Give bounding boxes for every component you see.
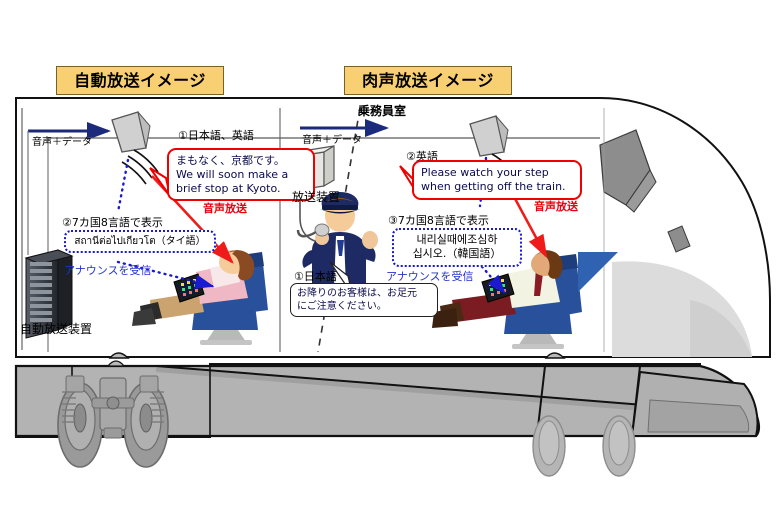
right-display-number: ③7カ国8言語で表示: [388, 214, 489, 227]
right-announce-line-2: when getting off the train.: [421, 179, 566, 193]
passenger-man-icon: [432, 250, 618, 349]
left-receive-label: アナウンスを受信: [64, 264, 152, 277]
speaker-icon-left: [111, 111, 159, 185]
rear-wheels: [532, 415, 636, 477]
left-announcement-balloon: まもなく、京都です。 We will soon make a brief sto…: [167, 148, 315, 202]
bogie-assembly: [57, 360, 169, 468]
conductor-line-1: お降りのお客様は、お足元: [297, 288, 417, 299]
tab-auto-broadcast[interactable]: 自動放送イメージ: [56, 66, 224, 95]
left-announce-line-3: brief stop at Kyoto.: [176, 181, 281, 195]
conductor-callout-number: ①日本語: [294, 270, 337, 283]
right-audio-broadcast-label: 音声放送: [534, 200, 578, 213]
right-signal-label: 音声＋データ: [302, 135, 362, 146]
conductor-icon: [296, 192, 378, 288]
right-display-line-1: 내리실때에조심하: [416, 233, 498, 246]
right-receive-label: アナウンスを受信: [386, 270, 474, 283]
right-callout-number: ②英語: [406, 150, 438, 163]
conductor-line-2: にご注意ください。: [297, 301, 387, 312]
left-announce-line-1: まもなく、京都です。: [176, 154, 285, 167]
left-display-number: ②7カ国8言語で表示: [62, 216, 163, 229]
conductor-announcement-balloon: お降りのお客様は、お足元 にご注意ください。: [290, 283, 438, 317]
left-announce-line-2: We will soon make a: [176, 167, 289, 181]
left-callout-number: ①日本語、英語: [178, 129, 254, 142]
tab-live-broadcast[interactable]: 肉声放送イメージ: [344, 66, 512, 95]
left-signal-label: 音声＋データ: [32, 137, 92, 148]
left-display-line-1: สถานีต่อไปเกียวโต（タイ語）: [74, 236, 206, 247]
right-device-label: 放送装置: [292, 190, 341, 204]
cab-label: 乗務員室: [358, 104, 407, 118]
right-display-line-2: 십시오.（韓国語）: [412, 247, 502, 261]
server-rack-icon: [24, 249, 74, 339]
right-announcement-balloon: Please watch your step when getting off …: [412, 160, 582, 200]
left-device-label: 自動放送装置: [20, 322, 93, 336]
left-display-box: สถานีต่อไปเกียวโต（タイ語）: [64, 230, 216, 253]
left-audio-broadcast-label: 音声放送: [203, 202, 247, 215]
right-display-box: 내리실때에조심하 십시오.（韓国語）: [392, 228, 522, 267]
right-announce-line-1: Please watch your step: [421, 166, 549, 179]
